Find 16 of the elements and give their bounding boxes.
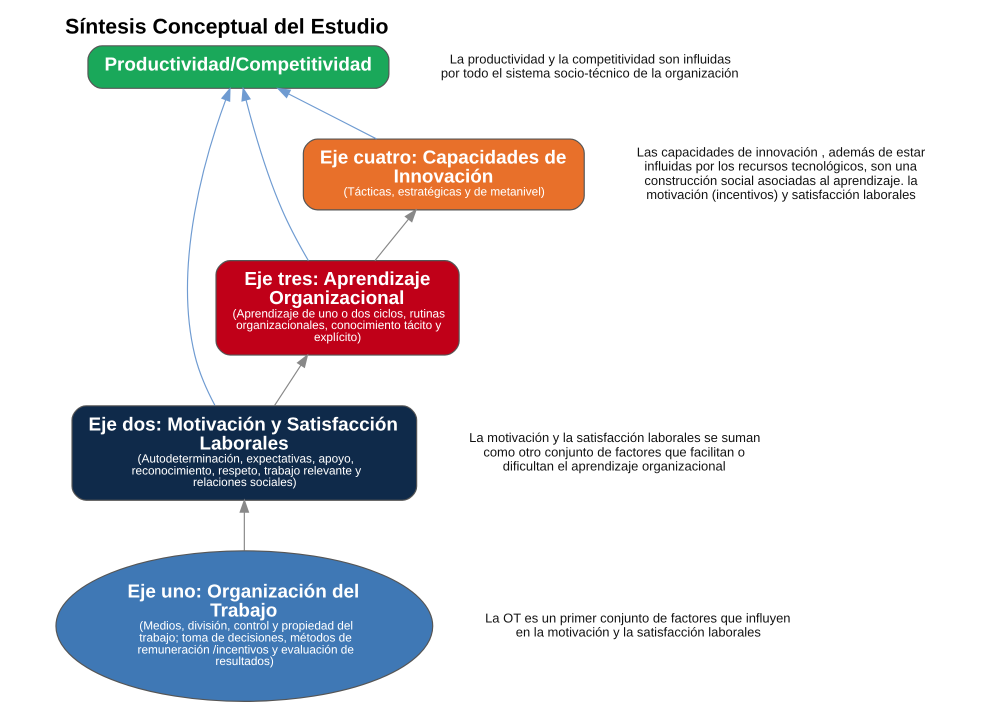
label: La OT es un primer conjunto de factores que influyen en la motivación y la satisfacción laborales: [484, 610, 790, 640]
arrow: [238, 498, 249, 551]
node-ellipse: Eje uno: Organización del Trabajo (Medios, división, control y propiedad del trabajo; toma de decisiones, métodos de remuneración /incentivos y evaluación de resultados): [54, 550, 433, 702]
diagram-title: Síntesis Conceptual del Estudio: [64, 14, 388, 38]
arrow: [374, 208, 417, 261]
node-box: Eje tres: Aprendizaje Organizacional (Aprendizaje de uno o dos ciclos, rutinas organizacionales, conocimiento tácito y explícito): [214, 260, 460, 356]
arrow: [240, 86, 308, 261]
node-box: Eje dos: Motivación y Satisfacción Laborales (Autodeterminación, expectativas, apoyo, reconocimiento, respeto, trabajo relevante y relaciones sociales): [70, 405, 417, 501]
label: La motivación y la satisfacción laborales se suman como otro conjunto de factores que facilitan o dificultan el aprendizaje organizacional: [468, 430, 760, 474]
arrow: [274, 354, 308, 406]
label: La productividad y la competitividad son influidas por todo el sistema socio-técnico de la organización: [440, 51, 738, 80]
label: Las capacidades de innovación , además de estar influidas por los recursos tecnológicos, son una construcción social asociadas al aprendizaje. la motivación (incentivos) y satisfacción laborales: [636, 144, 925, 202]
node-box: Eje cuatro: Capacidades de Innovación (Tácticas, estratégicas y de metanivel): [302, 138, 584, 210]
arrow: [186, 86, 230, 406]
arrow: [276, 88, 376, 140]
node-box: Productividad/Competitividad: [86, 45, 389, 89]
